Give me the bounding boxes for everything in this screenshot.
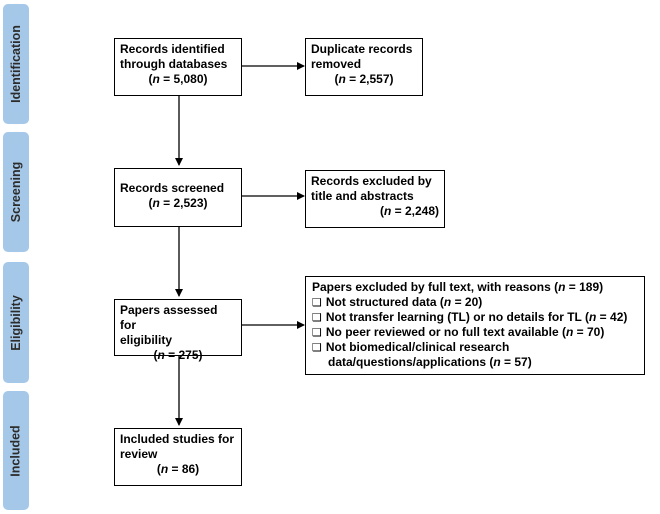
assessed-line1: Papers assessed for bbox=[120, 303, 218, 332]
excluded-title-line1: Records excluded by bbox=[311, 174, 432, 188]
included-count: (n = 86) bbox=[156, 462, 200, 476]
duplicates-line2: removed bbox=[311, 57, 362, 71]
records-identified-line2: through databases bbox=[120, 57, 228, 71]
records-screened-box: Records screened (n = 2,523) bbox=[114, 168, 242, 227]
excluded-title-line2: title and abstracts bbox=[311, 189, 414, 203]
checkbox-icon: ❑ bbox=[312, 326, 322, 339]
assessed-box: Papers assessed for eligibility (n = 275… bbox=[114, 299, 242, 362]
duplicates-count: (n = 2,557) bbox=[334, 72, 394, 86]
phase-identification: Identification bbox=[3, 4, 29, 124]
phase-eligibility: Eligibility bbox=[3, 262, 29, 383]
assessed-count: (n = 275) bbox=[153, 348, 203, 362]
phase-screening: Screening bbox=[3, 132, 29, 252]
duplicates-line1: Duplicate records bbox=[311, 42, 413, 56]
reason-item: ❑Not structured data (n = 20) bbox=[312, 295, 483, 309]
excluded-title-count: (n = 2,248) bbox=[379, 204, 439, 218]
reason-item: ❑Not transfer learning (TL) or no detail… bbox=[312, 310, 628, 324]
reason-item: ❑No peer reviewed or no full text availa… bbox=[312, 325, 605, 339]
screened-count: (n = 2,523) bbox=[148, 196, 208, 210]
included-line2: review bbox=[120, 447, 158, 461]
included-line1: Included studies for bbox=[120, 432, 235, 446]
assessed-line2: eligibility bbox=[120, 333, 173, 347]
duplicates-removed-box: Duplicate records removed (n = 2,557) bbox=[305, 38, 423, 96]
checkbox-icon: ❑ bbox=[312, 296, 322, 309]
excluded-fulltext-box: Papers excluded by full text, with reaso… bbox=[305, 276, 645, 375]
reason-item: ❑Not biomedical/clinical research bbox=[312, 340, 510, 354]
included-studies-box: Included studies for review (n = 86) bbox=[114, 428, 242, 486]
excluded-title-box: Records excluded by title and abstracts … bbox=[305, 170, 445, 228]
reason-item-continued: data/questions/applications (n = 57) bbox=[328, 355, 532, 369]
records-identified-line1: Records identified bbox=[120, 42, 225, 56]
checkbox-icon: ❑ bbox=[312, 341, 322, 354]
records-identified-box: Records identified through databases (n … bbox=[114, 38, 242, 96]
screened-line1: Records screened bbox=[120, 181, 225, 195]
phase-included: Included bbox=[3, 391, 29, 510]
records-identified-count: (n = 5,080) bbox=[148, 72, 208, 86]
excluded-fulltext-header: Papers excluded by full text, with reaso… bbox=[312, 280, 604, 294]
checkbox-icon: ❑ bbox=[312, 311, 322, 324]
